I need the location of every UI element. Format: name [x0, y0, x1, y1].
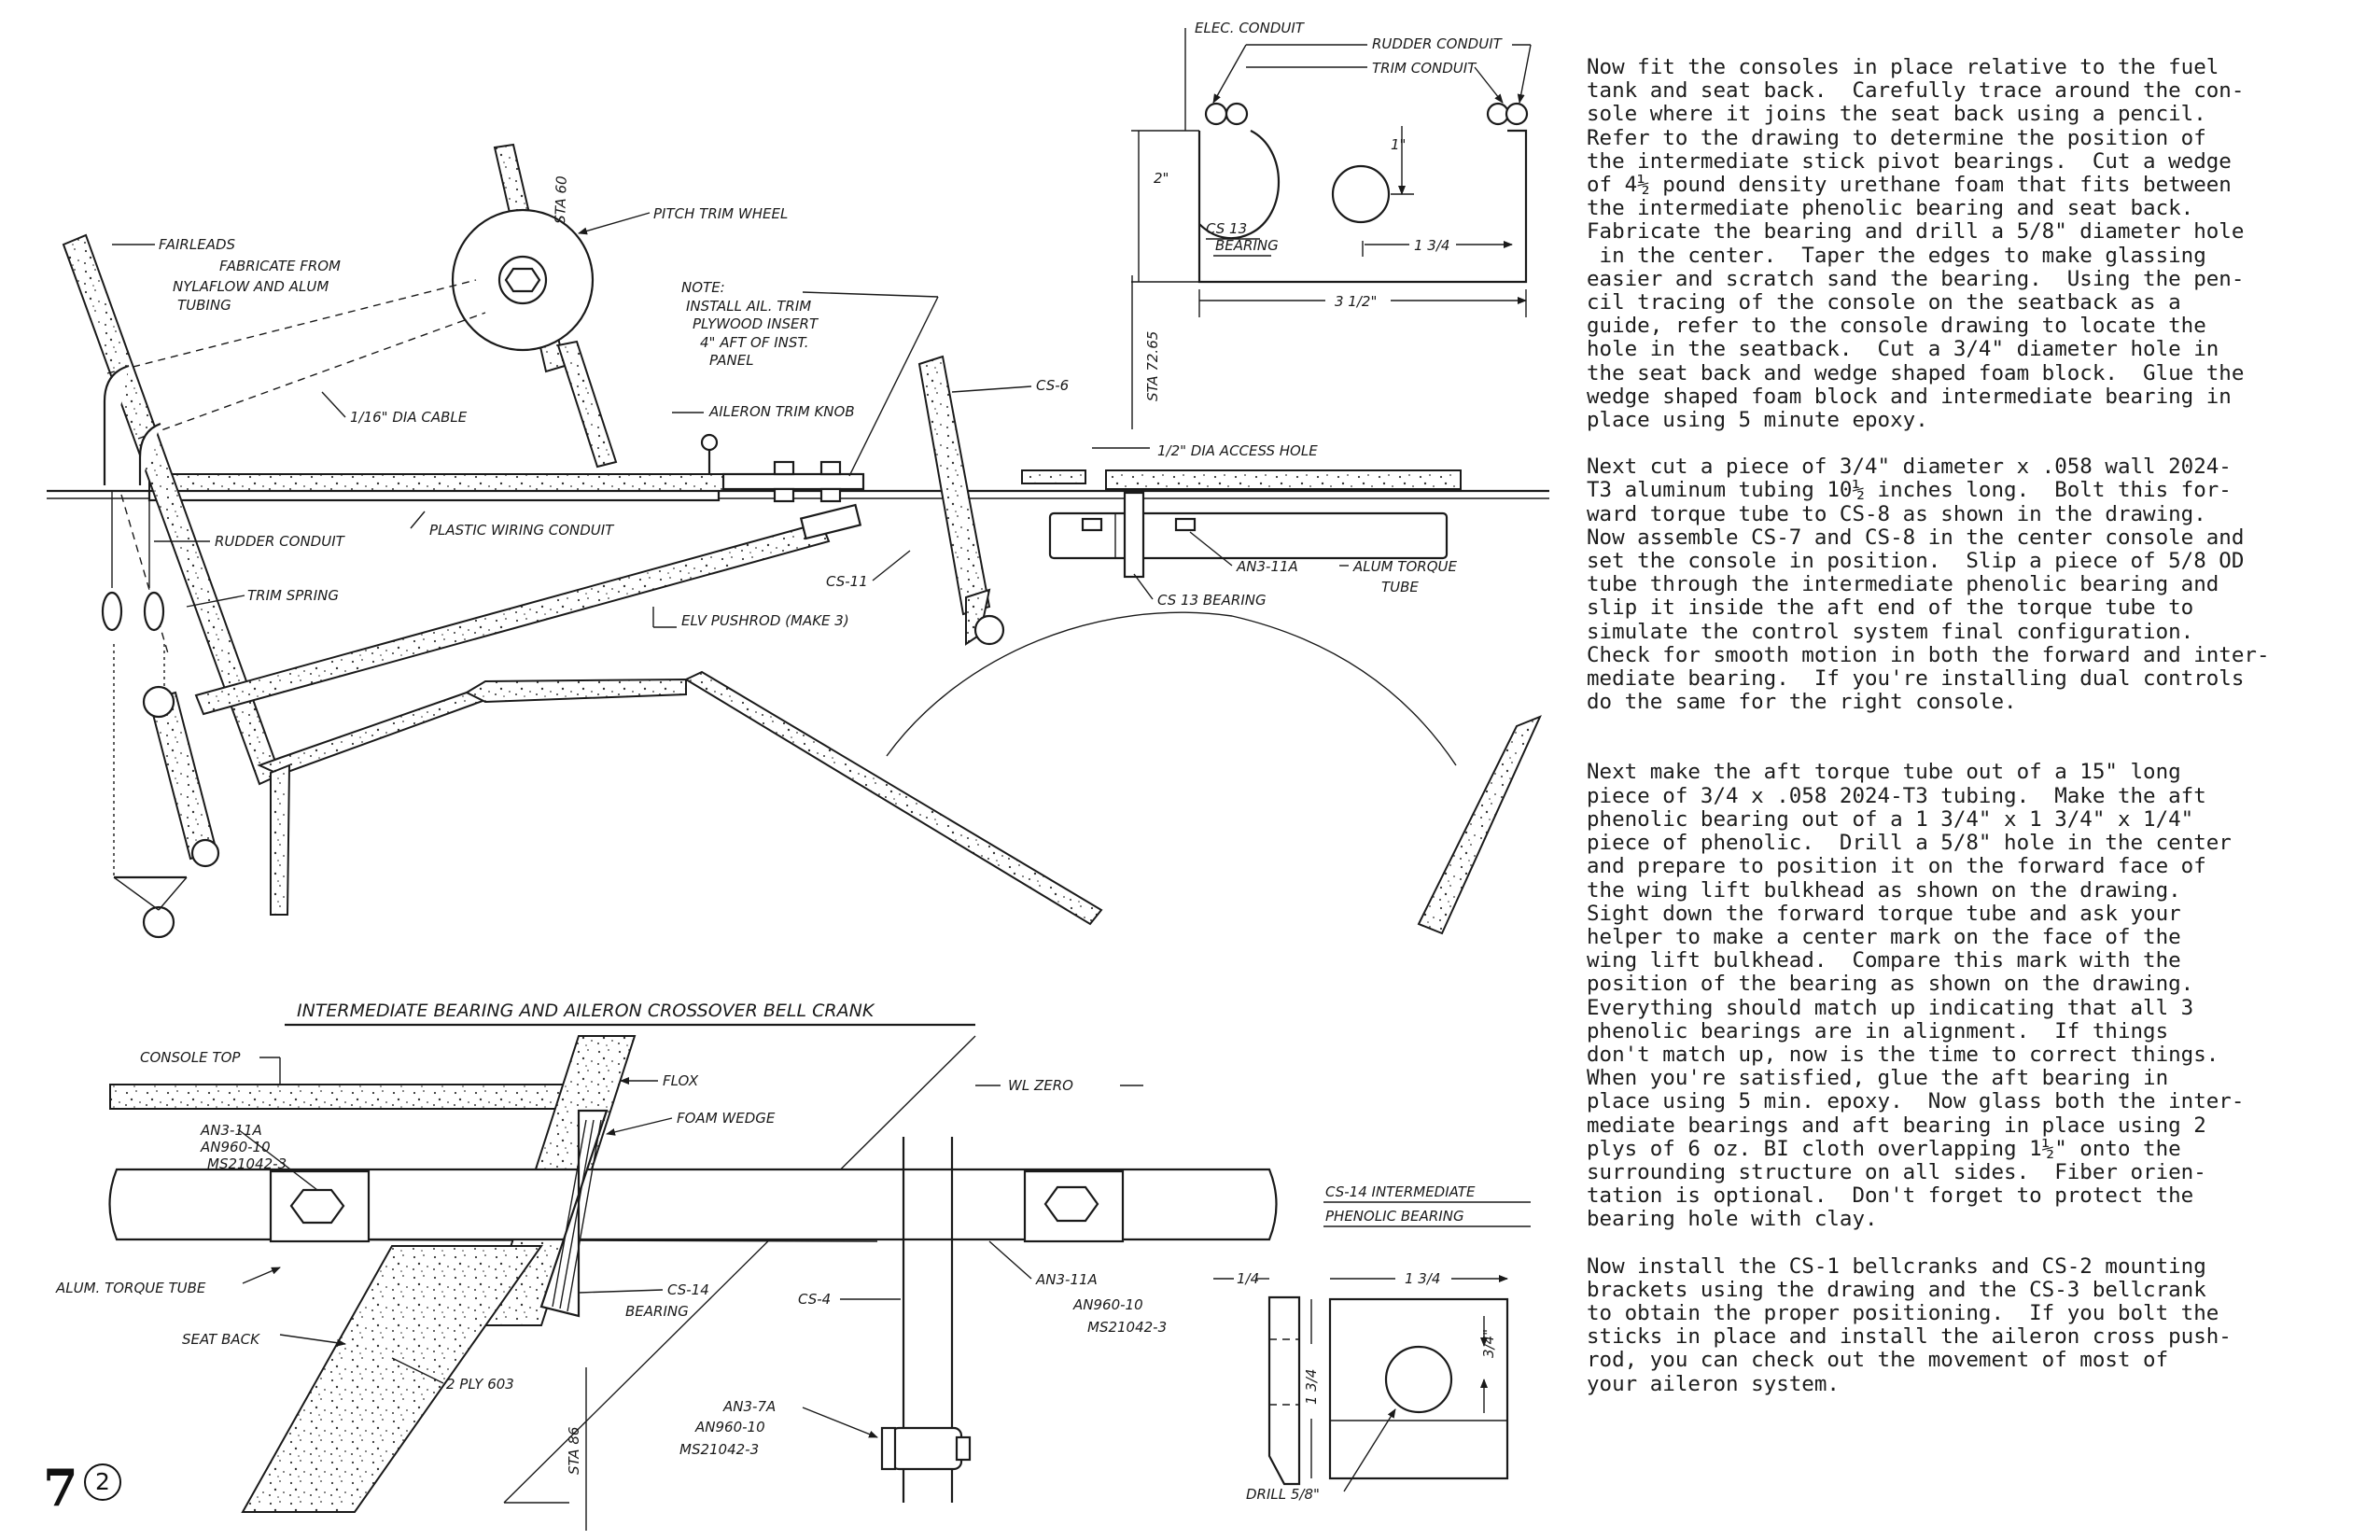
- label-dim-1-3-4-top: 1 3/4: [1405, 1270, 1440, 1287]
- label-fabricate-3: TUBING: [177, 297, 231, 314]
- label-cs11: CS-11: [826, 573, 868, 590]
- label-cs4: CS-4: [798, 1291, 831, 1308]
- label-cable: 1/16" DIA CABLE: [350, 409, 468, 426]
- label-an3-11a-top: AN3-11A: [1236, 558, 1298, 575]
- label-dim-3-4: 3/4": [1480, 1329, 1497, 1358]
- label-foam-wedge: FOAM WEDGE: [677, 1110, 776, 1127]
- label-cs13-2: BEARING: [1215, 237, 1279, 254]
- label-wl-zero: WL ZERO: [1008, 1077, 1073, 1094]
- label-hw-bottom-3: MS21042-3: [679, 1441, 759, 1458]
- label-hw-right-2: AN960-10: [1072, 1296, 1143, 1313]
- label-plastic-wiring-conduit: PLASTIC WIRING CONDUIT: [429, 522, 615, 539]
- label-hw-bottom-1: AN3-7A: [722, 1398, 776, 1415]
- label-sta-60: STA 60: [552, 175, 570, 224]
- cs14-phenolic-bearing-detail: CS-14 INTERMEDIATE PHENOLIC BEARING 1/4 …: [1213, 1183, 1531, 1503]
- label-cs6: CS-6: [1036, 377, 1069, 394]
- label-dim-1-3-4: 1 3/4: [1414, 237, 1449, 254]
- paragraph-aft-torque-tube: Next make the aft torque tube out of a 1…: [1587, 760, 2245, 1232]
- technical-drawing: STA 60 FAIRLEADS FABRICATE FROM NYLAFLOW…: [47, 20, 1549, 1531]
- paragraph-forward-torque-tube: Next cut a piece of 3/4" diameter x .058…: [1587, 455, 2270, 715]
- label-dim-1-4: 1/4: [1237, 1270, 1259, 1287]
- label-note-5: PANEL: [709, 352, 754, 369]
- label-elec-conduit: ELEC. CONDUIT: [1195, 20, 1306, 36]
- label-seat-back: SEAT BACK: [182, 1331, 260, 1348]
- label-trim-conduit: TRIM CONDUIT: [1372, 60, 1477, 77]
- label-dim-1in: 1": [1391, 136, 1406, 153]
- label-note-1: NOTE:: [681, 279, 725, 296]
- label-trim-spring: TRIM SPRING: [247, 587, 339, 604]
- label-console-top: CONSOLE TOP: [140, 1049, 241, 1066]
- label-two-ply: 2 PLY 603: [446, 1376, 514, 1393]
- label-aileron-trim-knob: AILERON TRIM KNOB: [708, 403, 855, 420]
- label-cs14-title-1: CS-14 INTERMEDIATE: [1325, 1183, 1476, 1200]
- label-sta-86: STA 86: [566, 1427, 582, 1475]
- label-alum-torque-tube-2: TUBE: [1381, 579, 1419, 595]
- label-elv-pushrod: ELV PUSHROD (MAKE 3): [681, 612, 849, 629]
- label-note-4: 4" AFT OF INST.: [700, 334, 809, 351]
- label-cs13-1: CS 13: [1206, 220, 1247, 237]
- section-title: INTERMEDIATE BEARING AND AILERON CROSSOV…: [297, 1001, 875, 1021]
- label-cs14-bearing-2: BEARING: [625, 1303, 689, 1320]
- label-fabricate-2: NYLAFLOW AND ALUM: [173, 278, 329, 295]
- label-hw-right-1: AN3-11A: [1035, 1271, 1098, 1288]
- cs13-bearing-detail: ELEC. CONDUIT RUDDER CONDUIT TRIM CONDUI…: [1131, 20, 1532, 317]
- label-note-2: INSTALL AIL. TRIM: [686, 298, 811, 315]
- label-cs14-bearing-1: CS-14: [667, 1281, 709, 1298]
- page-sub-number: 2: [84, 1463, 121, 1501]
- label-fairleads: FAIRLEADS: [159, 236, 236, 253]
- label-fabricate-1: FABRICATE FROM: [219, 258, 341, 274]
- label-alum-torque-tube-1: ALUM TORQUE: [1352, 558, 1457, 575]
- side-view-drawing: STA 60 FAIRLEADS FABRICATE FROM NYLAFLOW…: [47, 143, 1549, 939]
- label-rudder-conduit-top: RUDDER CONDUIT: [1372, 35, 1504, 52]
- label-rudder-conduit-left: RUDDER CONDUIT: [215, 533, 346, 550]
- label-access-hole: 1/2" DIA ACCESS HOLE: [1157, 442, 1318, 459]
- label-note-3: PLYWOOD INSERT: [693, 315, 819, 332]
- label-pitch-trim-wheel: PITCH TRIM WHEEL: [653, 205, 788, 222]
- label-dim-3-1-2: 3 1/2": [1335, 293, 1377, 310]
- label-hw-bottom-2: AN960-10: [694, 1419, 765, 1435]
- page-number: 7: [43, 1458, 78, 1518]
- label-sta-72-65: STA 72.65: [1144, 331, 1161, 401]
- paragraph-fit-consoles: Now fit the consoles in place relative t…: [1587, 55, 2245, 433]
- paragraph-bellcranks: Now install the CS-1 bellcranks and CS-2…: [1587, 1253, 2232, 1396]
- label-alum-torque-tube-bottom: ALUM. TORQUE TUBE: [55, 1280, 206, 1296]
- label-cs14-title-2: PHENOLIC BEARING: [1325, 1208, 1464, 1225]
- instructions-text: Now fit the consoles in place relative t…: [1587, 55, 2361, 1420]
- label-hw-left-3: MS21042-3: [207, 1155, 287, 1172]
- label-flox: FLOX: [663, 1072, 699, 1089]
- intermediate-bearing-detail: INTERMEDIATE BEARING AND AILERON CROSSOV…: [55, 1001, 1278, 1531]
- label-hw-left-1: AN3-11A: [200, 1122, 262, 1139]
- label-dim-2in: 2": [1154, 170, 1169, 187]
- label-dim-1-3-4-side: 1 3/4: [1303, 1369, 1320, 1405]
- label-hw-left-2: AN960-10: [200, 1139, 271, 1155]
- label-cs13-bearing-side: CS 13 BEARING: [1157, 592, 1267, 609]
- label-drill: DRILL 5/8": [1246, 1486, 1320, 1503]
- label-hw-right-3: MS21042-3: [1087, 1319, 1167, 1336]
